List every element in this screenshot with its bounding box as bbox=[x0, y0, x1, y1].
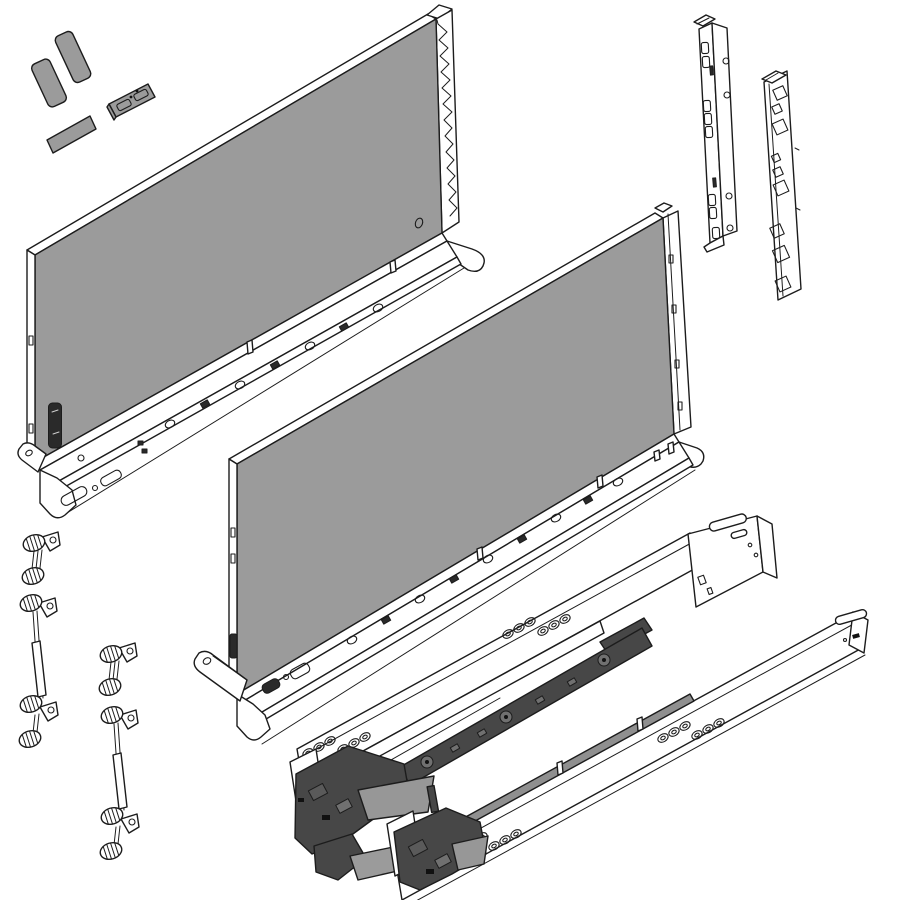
rear-fixing-bracket-left bbox=[693, 14, 738, 253]
perforation-zigzag bbox=[436, 19, 458, 217]
bottom-rail-right bbox=[193, 433, 705, 745]
front-locking-device bbox=[289, 745, 435, 881]
front-fixing-slot bbox=[48, 402, 62, 449]
damper-rail bbox=[450, 693, 695, 833]
rear-fixing-bracket-right bbox=[761, 70, 802, 301]
front-locking-device bbox=[386, 784, 489, 891]
edge-hook bbox=[230, 553, 236, 564]
front-fixing-short-right bbox=[97, 643, 137, 698]
edge-hook bbox=[28, 423, 34, 434]
front-fixing-long-right bbox=[98, 704, 139, 862]
front-fixing-short-left bbox=[20, 532, 60, 587]
drawer-side-panel-left bbox=[17, 4, 485, 519]
drawer-side-panel-right bbox=[193, 202, 705, 745]
drawer-runner-left bbox=[289, 513, 778, 881]
bottom-rail-left bbox=[17, 232, 485, 519]
drawer-runner-right bbox=[386, 608, 869, 900]
face-hole bbox=[414, 217, 424, 229]
cover-cap-tall bbox=[54, 30, 92, 84]
cover-cap-small bbox=[30, 58, 68, 108]
front-fixing-slot bbox=[229, 633, 238, 659]
edge-hook bbox=[230, 527, 236, 538]
edge-hook bbox=[28, 335, 34, 346]
cover-strip bbox=[46, 115, 97, 154]
bracket-holes bbox=[700, 41, 734, 240]
motion-unit bbox=[399, 617, 653, 786]
bracket-holes bbox=[769, 85, 792, 293]
front-fixing-long-left bbox=[17, 592, 58, 750]
adapter-plate bbox=[106, 83, 156, 121]
